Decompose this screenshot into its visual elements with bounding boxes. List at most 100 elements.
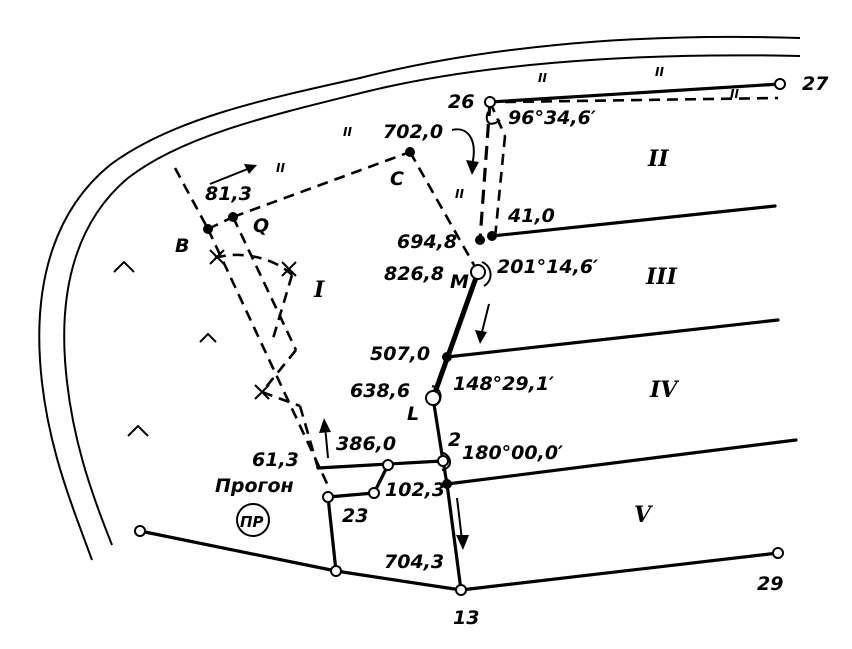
traverse-B-north (173, 167, 210, 230)
survey-point-27 (774, 78, 786, 90)
tick-mark: II (455, 187, 464, 201)
survey-point-B (203, 224, 213, 234)
boundary-west-13 (138, 529, 338, 573)
angle-label-L: 148°29,1′ (453, 373, 554, 395)
point-label-27: 27 (802, 73, 829, 95)
traverse-Q-C (232, 150, 411, 219)
length-label-3860: 386,0 (336, 433, 396, 455)
point-label-26: 26 (448, 91, 474, 113)
traverse-Q-diag (231, 216, 298, 351)
parcel-label-IV: IV (649, 377, 679, 403)
tick-mark: II (655, 65, 664, 79)
meadow-symbol (113, 260, 135, 273)
arrow-down-M (475, 303, 490, 344)
length-label-702: 702,0 (383, 121, 443, 143)
survey-point-41 (487, 231, 497, 241)
length-label-1023: 102,3 (385, 479, 445, 501)
boundary-26-27 (488, 82, 782, 104)
tick-mark: II (538, 71, 547, 85)
boundary-41-east (490, 204, 777, 238)
cross-marker (209, 249, 225, 265)
boundary-2-13 (445, 482, 463, 592)
tick-mark: II (730, 87, 739, 101)
traverse-dashed-north (493, 135, 507, 239)
parcel-label-III: III (645, 264, 678, 290)
survey-point-29 (772, 547, 784, 559)
angle-label-26: 96°34,6′ (508, 107, 596, 129)
survey-point-26 (484, 96, 496, 108)
survey-point-Q (228, 212, 238, 222)
legend-pr-label: ПР (240, 513, 264, 531)
tick-mark: II (343, 125, 352, 139)
angle-arc-M (481, 261, 492, 287)
length-label-7043: 704,3 (384, 551, 444, 573)
arrow-up-pass (319, 418, 331, 459)
arrow-down-13 (456, 497, 469, 550)
point-label-M: M (450, 271, 469, 293)
survey-point-6948 (475, 235, 485, 245)
survey-point-M (470, 264, 486, 280)
river-bank-inner (63, 54, 801, 546)
point-label-Q: Q (253, 215, 269, 237)
boundary-23-south (326, 495, 338, 573)
boundary-pass-1 (326, 491, 376, 499)
angle-label-M: 201°14,6′ (497, 256, 598, 278)
traverse-26-east (488, 101, 507, 137)
length-label-6948: 694,8 (397, 231, 457, 253)
traverse-M-L (430, 271, 481, 399)
parcel-label-II: II (647, 146, 669, 172)
point-label-B: B (175, 235, 189, 257)
arrow-east (209, 164, 257, 185)
survey-point-2 (437, 455, 449, 467)
point-label-L: L (407, 403, 419, 425)
meadow-symbol (127, 424, 149, 437)
length-label-6386: 638,6 (350, 380, 410, 402)
survey-point-C (405, 147, 415, 157)
survey-point-south (330, 565, 342, 577)
traverse-C-M (408, 151, 480, 273)
traverse-B-diag (206, 228, 332, 491)
point-label-2: 2 (448, 429, 461, 451)
boundary-pass-3 (316, 459, 444, 470)
boundary-507-east (445, 318, 780, 359)
boundary-1023-east (445, 438, 798, 486)
river-bank-outer (38, 35, 801, 561)
boundary-to-13 (334, 569, 463, 592)
cross-marker (254, 384, 270, 400)
survey-point-L (425, 390, 441, 406)
parcel-label-I: I (313, 277, 325, 303)
survey-point-23 (322, 491, 334, 503)
survey-point-pass (368, 487, 380, 499)
traverse-curve-top (214, 253, 293, 276)
survey-point-3860 (382, 459, 394, 471)
survey-point-5070 (442, 352, 452, 362)
traverse-26-41 (478, 101, 492, 241)
parcel-label-V: V (634, 502, 653, 528)
traverse-dashed-east (504, 96, 779, 104)
survey-point-1023 (442, 479, 452, 489)
traverse-to-pass (298, 405, 320, 469)
point-label-13: 13 (453, 607, 479, 629)
cross-marker (281, 261, 297, 277)
traverse-cross-b (261, 390, 301, 408)
legend-pass-label: Прогон (215, 475, 294, 497)
traverse-right-mid (270, 274, 294, 343)
legend-pr-circle (236, 503, 270, 537)
tick-mark: II (276, 161, 285, 175)
survey-point-west (134, 525, 146, 537)
length-label-410: 41,0 (507, 205, 555, 227)
length-label-8268: 826,8 (384, 263, 444, 285)
survey-point-13 (455, 584, 467, 596)
length-label-5070: 507,0 (370, 343, 430, 365)
point-label-29: 29 (757, 573, 783, 595)
point-label-23: 23 (342, 505, 368, 527)
meadow-symbol (199, 332, 217, 343)
boundary-13-29 (459, 551, 780, 592)
angle-label-2: 180°00,0′ (462, 442, 563, 464)
arrow-curved (451, 128, 479, 175)
point-label-C: C (390, 168, 404, 190)
boundary-L-2 (431, 396, 445, 463)
length-label-813: 81,3 (205, 183, 252, 205)
